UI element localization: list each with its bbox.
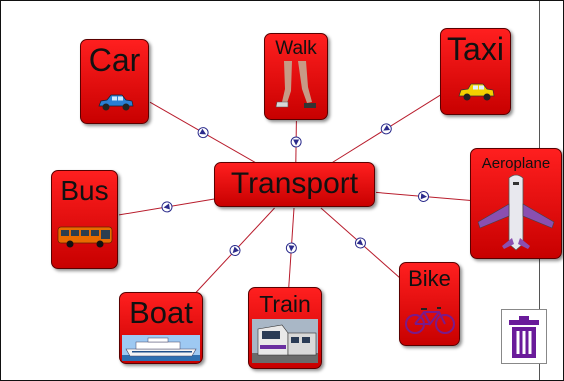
- train-icon: [252, 319, 318, 363]
- ship-icon: [122, 335, 200, 361]
- node-aeroplane[interactable]: Aeroplane: [470, 148, 562, 259]
- link-arrow-taxi-transport[interactable]: [379, 122, 393, 136]
- link-arrow-transport-train[interactable]: [285, 242, 297, 254]
- node-walk[interactable]: Walk: [264, 33, 328, 120]
- node-label-aeroplane: Aeroplane: [481, 155, 551, 172]
- bus-icon: [57, 226, 112, 248]
- taxi-icon: [458, 83, 494, 101]
- node-bike[interactable]: Bike: [399, 262, 460, 346]
- node-taxi[interactable]: Taxi: [440, 28, 511, 115]
- car-icon: [97, 94, 133, 111]
- node-label-bike: Bike: [408, 266, 451, 291]
- node-train[interactable]: Train: [248, 287, 322, 369]
- node-label-car: Car: [88, 42, 141, 78]
- node-transport[interactable]: Transport: [214, 162, 375, 207]
- link-arrow-car-transport[interactable]: [196, 126, 210, 140]
- link-arrow-transport-boat[interactable]: [228, 243, 242, 257]
- link-arrow-transport-bike[interactable]: [353, 236, 367, 250]
- node-label-boat: Boat: [129, 295, 193, 330]
- link-arrow-walk-transport[interactable]: [290, 136, 302, 148]
- trash-icon: [509, 315, 539, 358]
- node-car[interactable]: Car: [80, 39, 149, 124]
- node-label-taxi: Taxi: [447, 31, 504, 67]
- node-bus[interactable]: Bus: [51, 170, 118, 269]
- node-label-bus: Bus: [60, 175, 109, 206]
- node-boat[interactable]: Boat: [119, 292, 203, 364]
- bicycle-icon: [404, 307, 455, 334]
- walking-legs-icon: [275, 61, 316, 108]
- aeroplane-icon: [477, 174, 555, 251]
- node-label-walk: Walk: [275, 38, 317, 59]
- delete-trash-button[interactable]: [501, 309, 547, 364]
- link-arrow-transport-aeroplane[interactable]: [418, 190, 429, 202]
- link-arrow-transport-bus[interactable]: [161, 201, 173, 213]
- node-label-train: Train: [259, 291, 311, 317]
- node-label-transport: Transport: [230, 167, 359, 200]
